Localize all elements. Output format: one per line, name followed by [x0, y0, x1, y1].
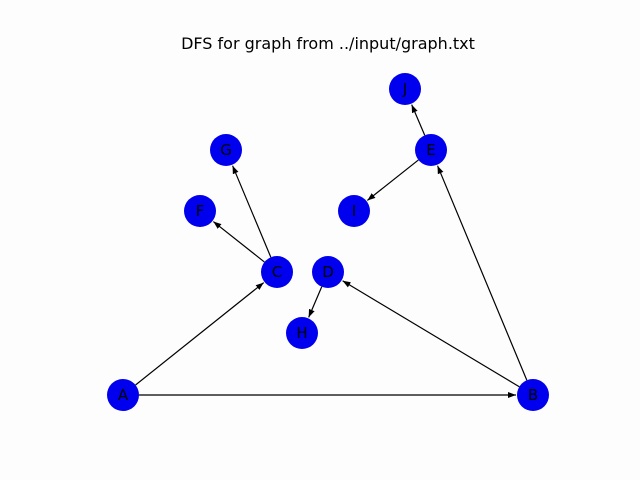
node-d: D	[312, 256, 344, 288]
node-circle	[261, 256, 293, 288]
node-label: E	[426, 141, 435, 159]
node-label: A	[118, 386, 129, 404]
node-label: J	[402, 80, 407, 98]
node-circle	[210, 134, 242, 166]
node-label: G	[220, 141, 232, 159]
edges-layer	[135, 104, 528, 398]
nodes-layer: A B C D E F G H I J	[107, 73, 549, 411]
node-j: J	[389, 73, 421, 105]
node-f: F	[184, 195, 216, 227]
node-g: G	[210, 134, 242, 166]
node-i: I	[338, 195, 370, 227]
node-label: D	[322, 263, 334, 281]
edge-e-i	[366, 159, 419, 201]
node-e: E	[415, 134, 447, 166]
node-label: F	[196, 202, 205, 220]
node-circle	[517, 379, 549, 411]
node-circle	[415, 134, 447, 166]
node-c: C	[261, 256, 293, 288]
edge-d-h	[308, 286, 323, 318]
node-label: H	[296, 324, 307, 342]
node-h: H	[286, 317, 318, 349]
node-circle	[107, 379, 139, 411]
edge-c-f	[212, 221, 265, 263]
edge-e-j	[411, 104, 426, 136]
node-label: C	[272, 263, 282, 281]
node-circle	[286, 317, 318, 349]
figure-title: DFS for graph from ../input/graph.txt	[181, 34, 475, 53]
node-b: B	[517, 379, 549, 411]
node-label: I	[352, 202, 356, 220]
node-circle	[389, 73, 421, 105]
edge-b-e	[436, 165, 528, 381]
node-a: A	[107, 379, 139, 411]
node-label: B	[528, 386, 538, 404]
node-circle	[338, 195, 370, 227]
edge-b-d	[342, 280, 520, 388]
edge-a-c	[135, 282, 265, 386]
edge-c-g	[232, 165, 272, 258]
node-circle	[312, 256, 344, 288]
node-circle	[184, 195, 216, 227]
